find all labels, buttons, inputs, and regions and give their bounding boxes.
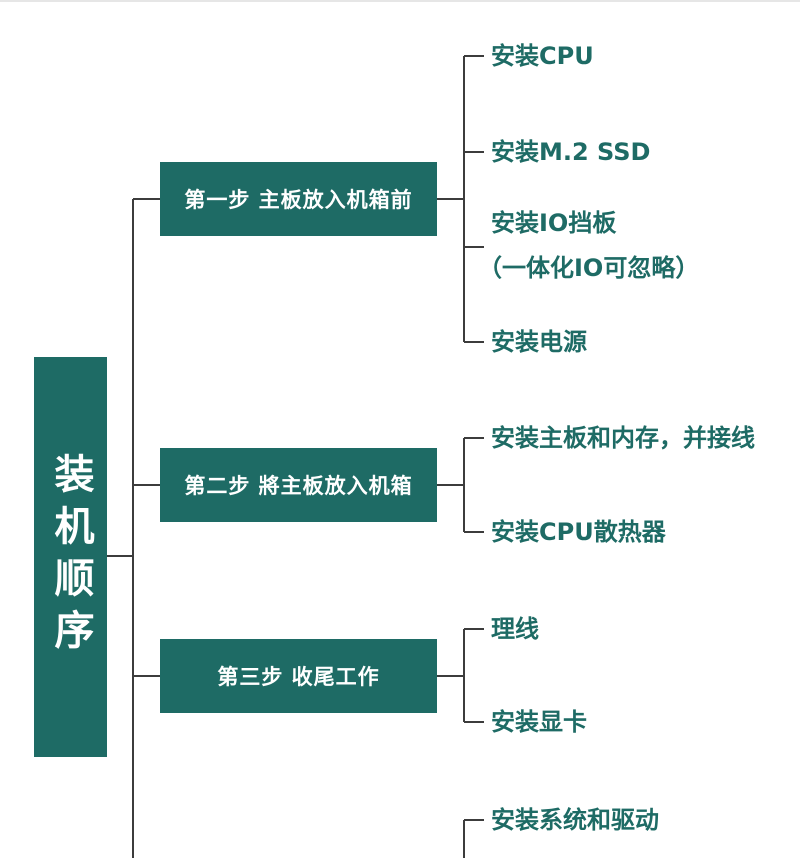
leaf-install-board-ram: 安装主板和内存，并接线 xyxy=(491,424,755,452)
root-label: 装机顺序 xyxy=(47,453,94,661)
leaf-install-io-shield: 安装IO挡板 xyxy=(491,209,617,237)
leaf-install-gpu: 安装显卡 xyxy=(491,708,587,736)
root-node: 装机顺序 xyxy=(34,357,107,757)
leaf-cable-management: 理线 xyxy=(491,615,539,643)
step-1-node: 第一步 主板放入机箱前 xyxy=(160,162,437,236)
top-divider xyxy=(0,0,800,2)
leaf-install-cpu-cooler: 安装CPU散热器 xyxy=(491,518,666,546)
leaf-install-cpu: 安装CPU xyxy=(491,42,594,70)
leaf-install-m2-ssd: 安装M.2 SSD xyxy=(491,138,651,166)
leaf-io-shield-note: （一体化IO可忽略） xyxy=(478,254,700,282)
step-2-node: 第二步 將主板放入机箱 xyxy=(160,448,437,522)
step-3-node: 第三步 收尾工作 xyxy=(160,639,437,713)
leaf-install-os-drivers: 安装系统和驱动 xyxy=(491,806,659,834)
leaf-install-psu: 安装电源 xyxy=(491,328,587,356)
